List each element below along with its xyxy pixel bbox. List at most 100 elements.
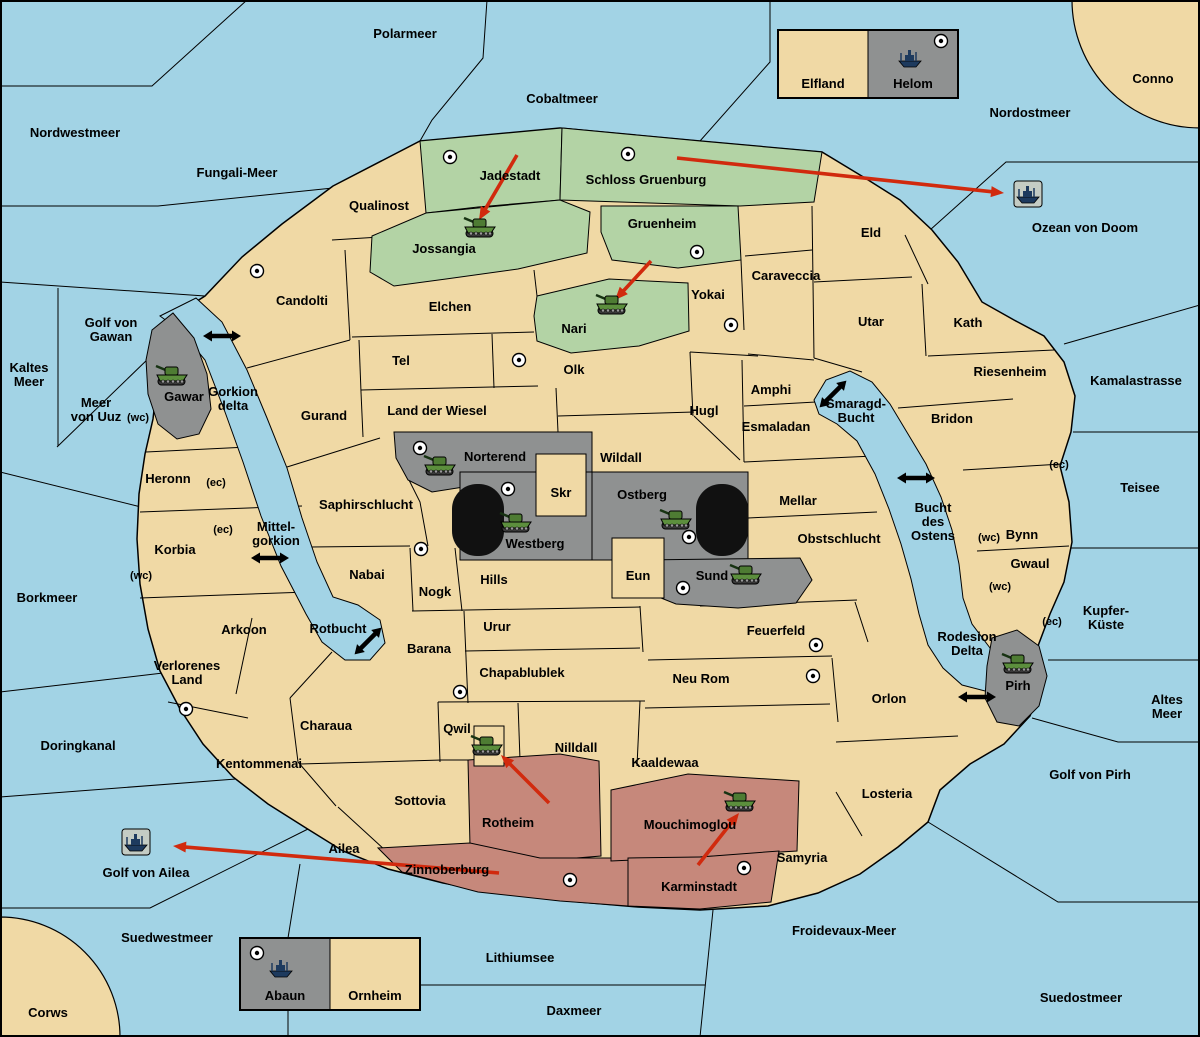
region-border [344,249,351,341]
region-label-eld: Eld [861,225,881,240]
region-label-norterend: Norterend [464,449,526,464]
army-unit-qwil[interactable] [470,734,503,756]
region-label-zinnoberburg: Zinnoberburg [405,862,490,877]
black-cap [696,484,748,556]
region-border [740,259,745,331]
army-unit-westberg[interactable] [499,511,532,533]
move-arrow [481,154,519,215]
region-border [897,398,1014,409]
arrowhead-icon [958,691,967,703]
supply-center-dot [254,268,260,274]
region-label-amphi: Amphi [751,382,791,397]
sea-label-kupfer: Kupfer-Küste [1083,603,1129,632]
region-square[interactable] [611,537,665,599]
region-border [337,806,387,852]
region-label-bridon: Bridon [931,411,973,426]
arrowhead-icon [897,472,906,484]
box-cell-elfland[interactable] [777,29,869,99]
region-label-charaua: Charaua [300,718,353,733]
region-jossangia[interactable] [369,199,591,287]
region-label-yokai: Yokai [691,287,725,302]
coast-tag: (ec) [213,524,233,536]
region-label-caraveccia: Caraveccia [752,268,821,283]
region-border [811,205,815,359]
region-border [235,617,253,695]
region-conno[interactable] [1071,0,1200,129]
black-cap [452,484,504,556]
sea-label-rotbucht: Rotbucht [309,621,367,636]
region-border [358,339,362,393]
region-label-westberg: Westberg [506,536,565,551]
region-square[interactable] [535,453,587,517]
army-unit-jossangia[interactable] [463,216,496,238]
sea-border [0,187,334,207]
army-unit-norterend[interactable] [423,454,456,476]
army-unit-mouchimoglou[interactable] [723,790,756,812]
region-label-nilldall: Nilldall [555,740,598,755]
region-label-land-der-wiesel: Land der Wiesel [387,403,487,418]
army-unit-ostberg[interactable] [659,508,692,530]
army-unit-nari[interactable] [595,293,628,315]
region-rotheim[interactable] [467,753,602,862]
arrowhead-icon [280,552,289,564]
region-border [835,735,959,743]
region-border [299,759,443,765]
arrowhead-icon [371,627,382,638]
legend-box [777,29,959,99]
region-mouchimoglou[interactable] [610,773,800,862]
region-border [689,351,694,417]
region-corws[interactable] [0,916,121,1037]
coast-tag: (wc) [989,581,1011,593]
arrowhead-icon [479,206,491,220]
move-arrow [180,844,500,875]
sea-border [287,863,301,939]
region-border [813,357,863,373]
army-unit-sund[interactable] [729,563,762,585]
fleet-unit-abaun[interactable] [269,960,293,978]
fleet-unit-ozean-von-doom[interactable] [1013,180,1043,208]
region-label-gurand: Gurand [301,408,347,423]
move-arrow [505,759,551,805]
region-gruenheim[interactable] [600,205,742,269]
region-border [555,387,559,433]
region-border [297,761,337,807]
region-border [647,655,833,661]
sea-label-doringkanal: Doringkanal [40,738,115,753]
sea-channel[interactable] [159,297,386,661]
region-label-abaun: Abaun [265,988,306,1003]
supply-center-dot [686,534,692,540]
region-border [289,651,333,699]
arrowhead-icon [990,186,1004,198]
coast-tag: (wc) [130,570,152,582]
region-pirh[interactable] [984,629,1048,727]
fleet-unit-golf-von-ailea[interactable] [121,828,151,856]
region-label-feuerfeld: Feuerfeld [747,623,806,638]
region-label-schloss-gruenburg: Schloss Gruenburg [586,172,707,187]
region-label-neu-rom: Neu Rom [672,671,729,686]
move-arrow [619,259,653,296]
sea-label-nordostmeer: Nordostmeer [990,105,1071,120]
sea-label-ozean-von-doom: Ozean von Doom [1032,220,1138,235]
army-unit-pirh[interactable] [1001,652,1034,674]
region-border [463,610,469,704]
region-label-elchen: Elchen [429,299,472,314]
sea-label-kamalastrasse: Kamalastrasse [1090,373,1182,388]
supply-center-dot [728,322,734,328]
arrowhead-icon [726,813,739,827]
army-unit-gawar[interactable] [155,364,188,386]
arrowhead-icon [836,380,847,391]
region-border [409,547,414,612]
fleet-unit-helom[interactable] [898,50,922,68]
region-border [517,702,521,761]
region-border [693,415,741,461]
region-label-heronn: Heronn [145,471,191,486]
region-label-mouchimoglou: Mouchimoglou [644,817,736,832]
region-label-rotheim: Rotheim [482,815,534,830]
region-border [636,700,641,767]
region-border [813,276,913,283]
sea-border [1063,304,1200,345]
